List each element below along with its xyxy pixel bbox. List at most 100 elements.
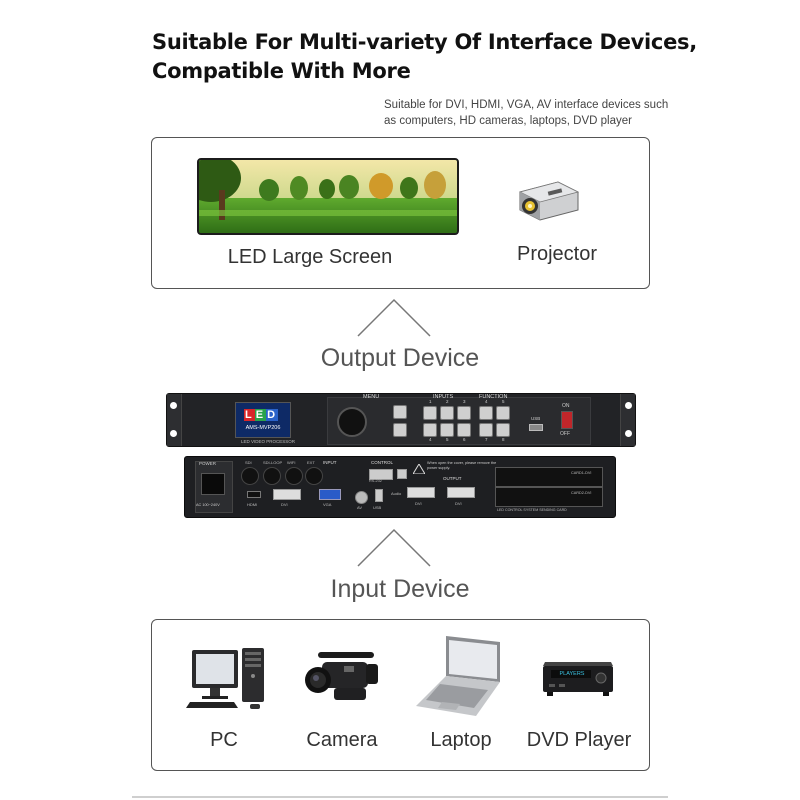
- av-port[interactable]: [355, 491, 368, 504]
- sdi-loop-port[interactable]: [263, 467, 281, 485]
- input-device-label-camera: Camera: [306, 729, 378, 751]
- vga-label: VGA: [323, 502, 332, 507]
- input-number-4: 4: [429, 437, 432, 442]
- lcd-letter-d: D: [266, 409, 279, 421]
- title-line-1: Suitable For Multi-variety Of Interface …: [152, 30, 697, 54]
- input-device-label-laptop: Laptop: [430, 729, 492, 751]
- input-number-2: 2: [446, 399, 449, 404]
- subtitle-line-1: Suitable for DVI, HDMI, VGA, AV interfac…: [384, 99, 669, 111]
- input-devices-panel: [151, 619, 650, 771]
- rear-usb-label: USB: [373, 505, 382, 510]
- warning-text: When open the cover, please remove the p…: [427, 461, 497, 470]
- dvd-screen-text: PLAYERS: [559, 671, 585, 677]
- input-dvi-port[interactable]: [273, 489, 301, 500]
- card-slot-1: [495, 467, 603, 487]
- card-slot-2: [495, 487, 603, 507]
- output-section-label: Output Device: [320, 344, 480, 372]
- menu-knob[interactable]: [337, 407, 367, 437]
- control-label: CONTROL: [371, 460, 394, 465]
- menu-label: MENU: [363, 394, 380, 400]
- hdmi-port[interactable]: [247, 491, 261, 498]
- wifi-port[interactable]: [285, 467, 303, 485]
- output-device-label-led: LED Large Screen: [227, 246, 393, 268]
- output-dvi-label-1: DVI: [415, 501, 422, 506]
- front-usb-port[interactable]: [529, 424, 543, 431]
- led-screen-icon: [197, 158, 459, 235]
- sending-card-label: LED CONTROL SYSTEM SENDING CARD: [497, 508, 567, 512]
- pc-icon: [186, 646, 272, 712]
- input-device-label-pc: PC: [210, 729, 238, 751]
- input-button-3[interactable]: [457, 406, 471, 420]
- input-button-1[interactable]: [423, 406, 437, 420]
- output-dvi-label-2: DVI: [455, 501, 462, 506]
- wifi-label: WIFI: [287, 460, 296, 465]
- lcd-letter-l: L: [244, 409, 255, 421]
- audio-label: Audio: [391, 491, 402, 496]
- power-off-label: OFF: [560, 431, 570, 437]
- rear-usb-port[interactable]: [375, 489, 383, 502]
- input-number-1: 1: [429, 399, 432, 404]
- sdi-port[interactable]: [241, 467, 259, 485]
- rear-usb-b-port[interactable]: [397, 469, 407, 479]
- page-subtitle: Suitable for DVI, HDMI, VGA, AV interfac…: [384, 97, 674, 129]
- inputs-label: INPUTS: [433, 394, 454, 400]
- rs232-label: RS-232: [369, 479, 382, 483]
- processor-brand: LED VIDEO PROCESSOR: [241, 439, 296, 444]
- camera-icon: [304, 650, 382, 706]
- input-device-label-dvd: DVD Player: [526, 729, 632, 751]
- function-button-1[interactable]: [479, 406, 493, 420]
- projector-icon: [512, 172, 582, 224]
- lcd-letter-e: E: [254, 409, 267, 421]
- power-switch[interactable]: [561, 411, 573, 429]
- ext-port[interactable]: [305, 467, 323, 485]
- lcd-model: AMS-MVP206: [245, 425, 281, 431]
- output-dvi-port-1[interactable]: [407, 487, 435, 498]
- menu-button-2[interactable]: [393, 423, 407, 437]
- input-dvi-label: DVI: [281, 502, 288, 507]
- input-arrow-icon: [356, 528, 432, 568]
- output-device-label-projector: Projector: [516, 243, 598, 265]
- ext-label: EXT: [307, 460, 315, 465]
- front-usb-label: USB: [531, 416, 541, 421]
- input-number-5: 5: [446, 437, 449, 442]
- title-line-2: Compatible With More: [152, 59, 411, 83]
- av-label: AV: [357, 505, 363, 510]
- rear-input-label: INPUT: [323, 460, 337, 465]
- input-button-4[interactable]: [423, 423, 437, 437]
- input-number-6: 6: [463, 437, 466, 442]
- sdi-loop-label: SDI-LOOP: [263, 460, 283, 465]
- rs232-port[interactable]: [369, 469, 393, 480]
- input-button-5[interactable]: [440, 423, 454, 437]
- laptop-icon: [416, 636, 506, 718]
- function-number-5: 5: [502, 399, 505, 404]
- warning-icon: [412, 461, 426, 475]
- power-on-label: ON: [562, 403, 570, 409]
- output-arrow-icon: [356, 298, 432, 338]
- menu-button-1[interactable]: [393, 405, 407, 419]
- function-number-8: 8: [502, 437, 505, 442]
- function-label: FUNCTION: [479, 394, 508, 400]
- vga-port[interactable]: [319, 489, 341, 500]
- card-slot-2-label: CARD2-DVI: [571, 491, 592, 495]
- rear-power-label: POWER: [199, 461, 217, 466]
- sdi-label: SDI: [245, 460, 252, 465]
- output-label: OUTPUT: [443, 476, 462, 481]
- input-section-label: Input Device: [330, 575, 470, 603]
- card-slot-1-label: CARD1-DVI: [571, 471, 592, 475]
- function-number-4: 4: [485, 399, 488, 404]
- input-button-6[interactable]: [457, 423, 471, 437]
- dvd-player-icon: PLAYERS: [541, 658, 615, 698]
- input-button-2[interactable]: [440, 406, 454, 420]
- function-button-2[interactable]: [496, 406, 510, 420]
- output-dvi-port-2[interactable]: [447, 487, 475, 498]
- subtitle-line-2: as computers, HD cameras, laptops, DVD p…: [384, 115, 632, 127]
- bottom-divider: [132, 796, 668, 798]
- function-button-3[interactable]: [479, 423, 493, 437]
- function-button-4[interactable]: [496, 423, 510, 437]
- power-inlet[interactable]: [201, 473, 225, 495]
- input-number-3: 3: [463, 399, 466, 404]
- page-title: Suitable For Multi-variety Of Interface …: [152, 28, 752, 86]
- processor-rear-panel: POWER AC 100~240V INPUT SDI SDI-LOOP WIF…: [184, 456, 616, 518]
